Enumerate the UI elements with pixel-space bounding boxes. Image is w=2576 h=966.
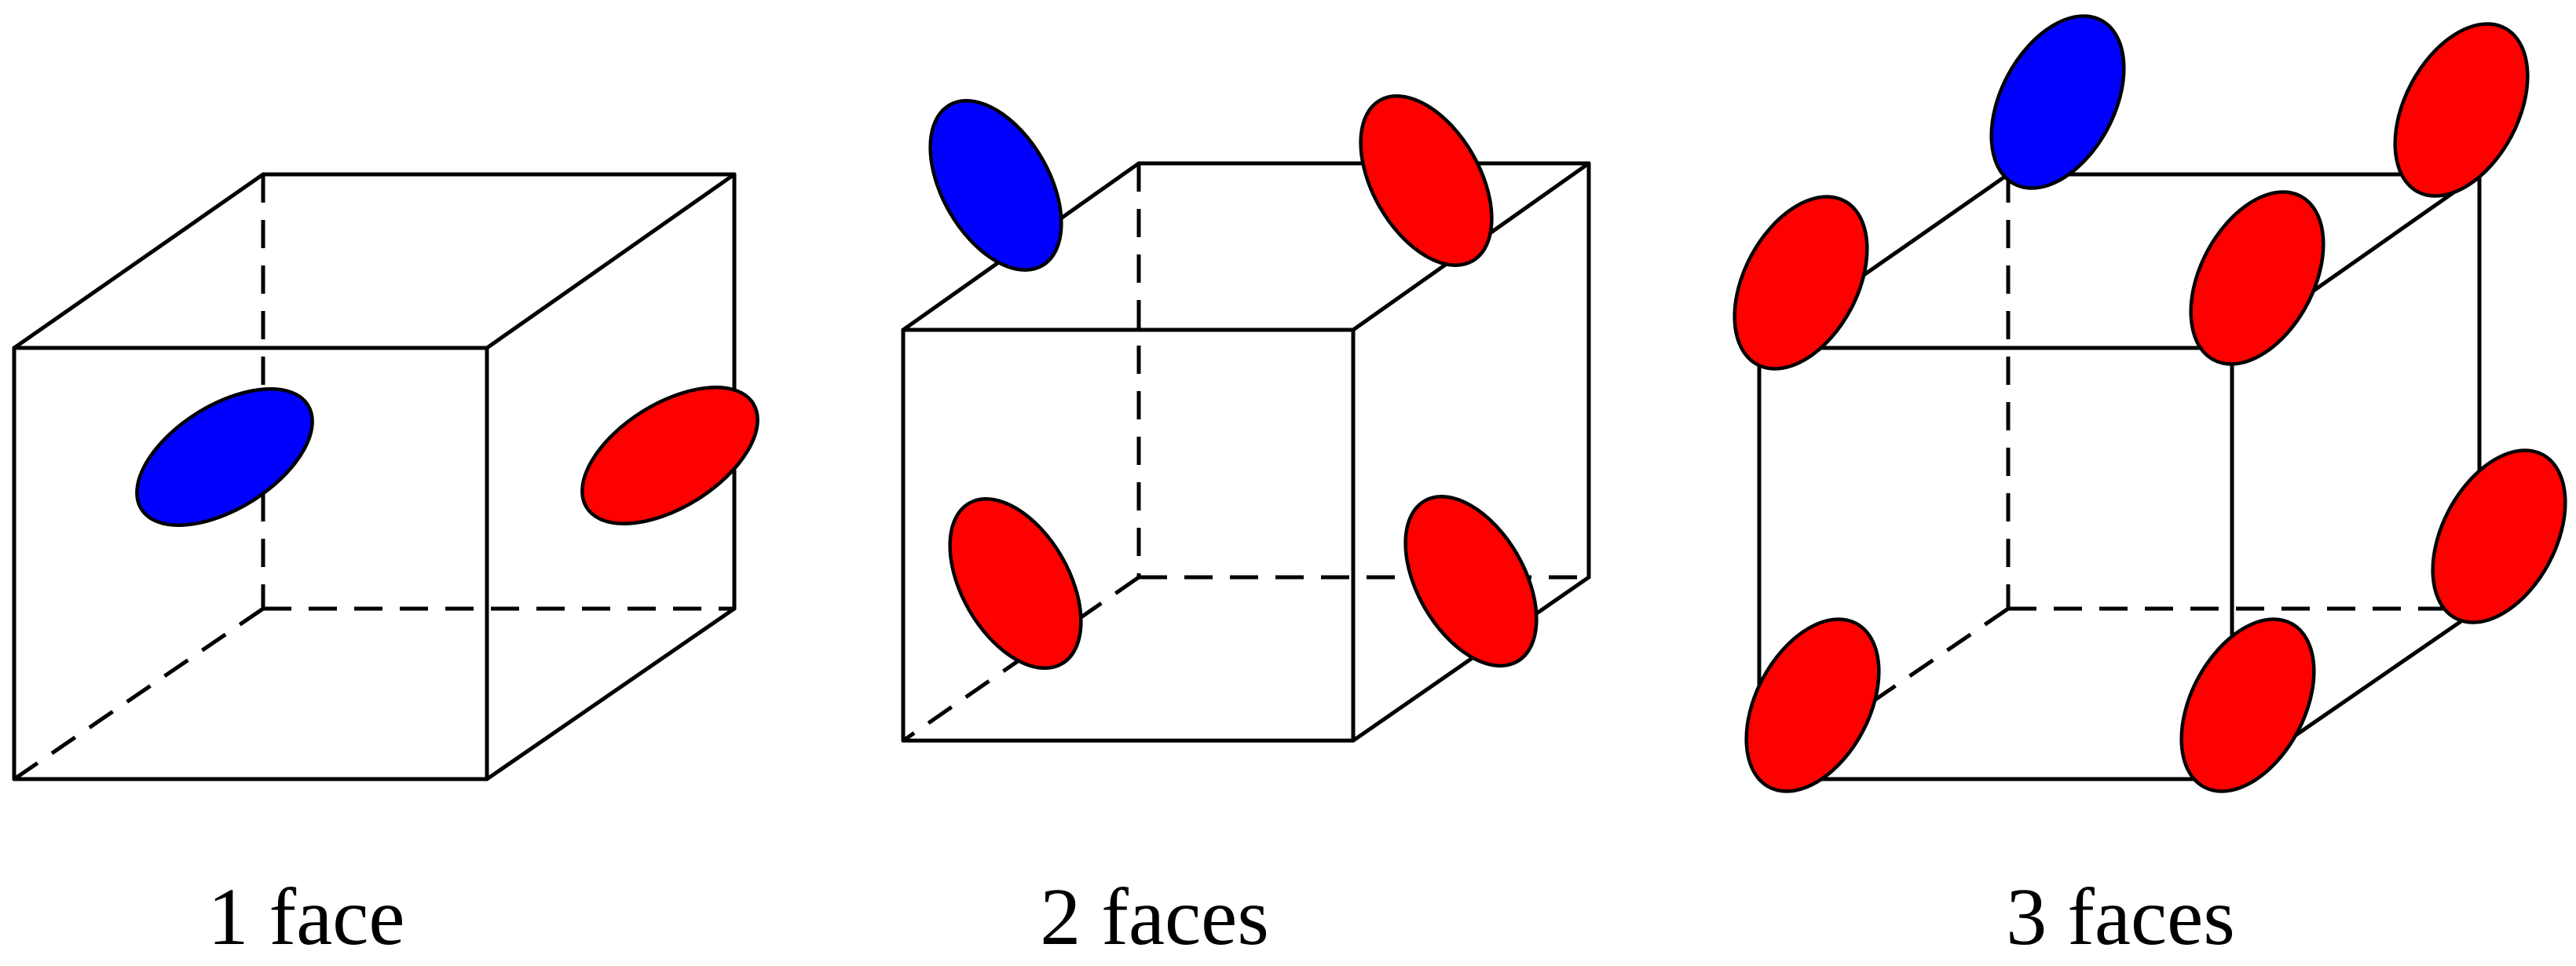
red-lobe <box>1744 617 1881 793</box>
blue-lobe <box>1989 14 2126 190</box>
red-lobe <box>2179 617 2316 793</box>
panel-1-cube <box>12 172 737 781</box>
red-lobe <box>948 497 1083 670</box>
red-lobe <box>1733 195 1869 371</box>
red-lobe <box>2189 190 2325 366</box>
panel-3-caption: 3 faces <box>2006 872 2235 962</box>
red-lobe <box>580 386 759 525</box>
red-lobe <box>2431 448 2567 624</box>
red-lobe <box>1359 94 1494 267</box>
panel-1-caption: 1 face <box>207 872 405 962</box>
blue-lobe <box>135 387 314 527</box>
panel-2-caption: 2 faces <box>1040 872 1269 962</box>
blue-lobe <box>928 99 1063 272</box>
red-lobe <box>2393 22 2530 198</box>
red-lobe <box>1403 495 1539 668</box>
